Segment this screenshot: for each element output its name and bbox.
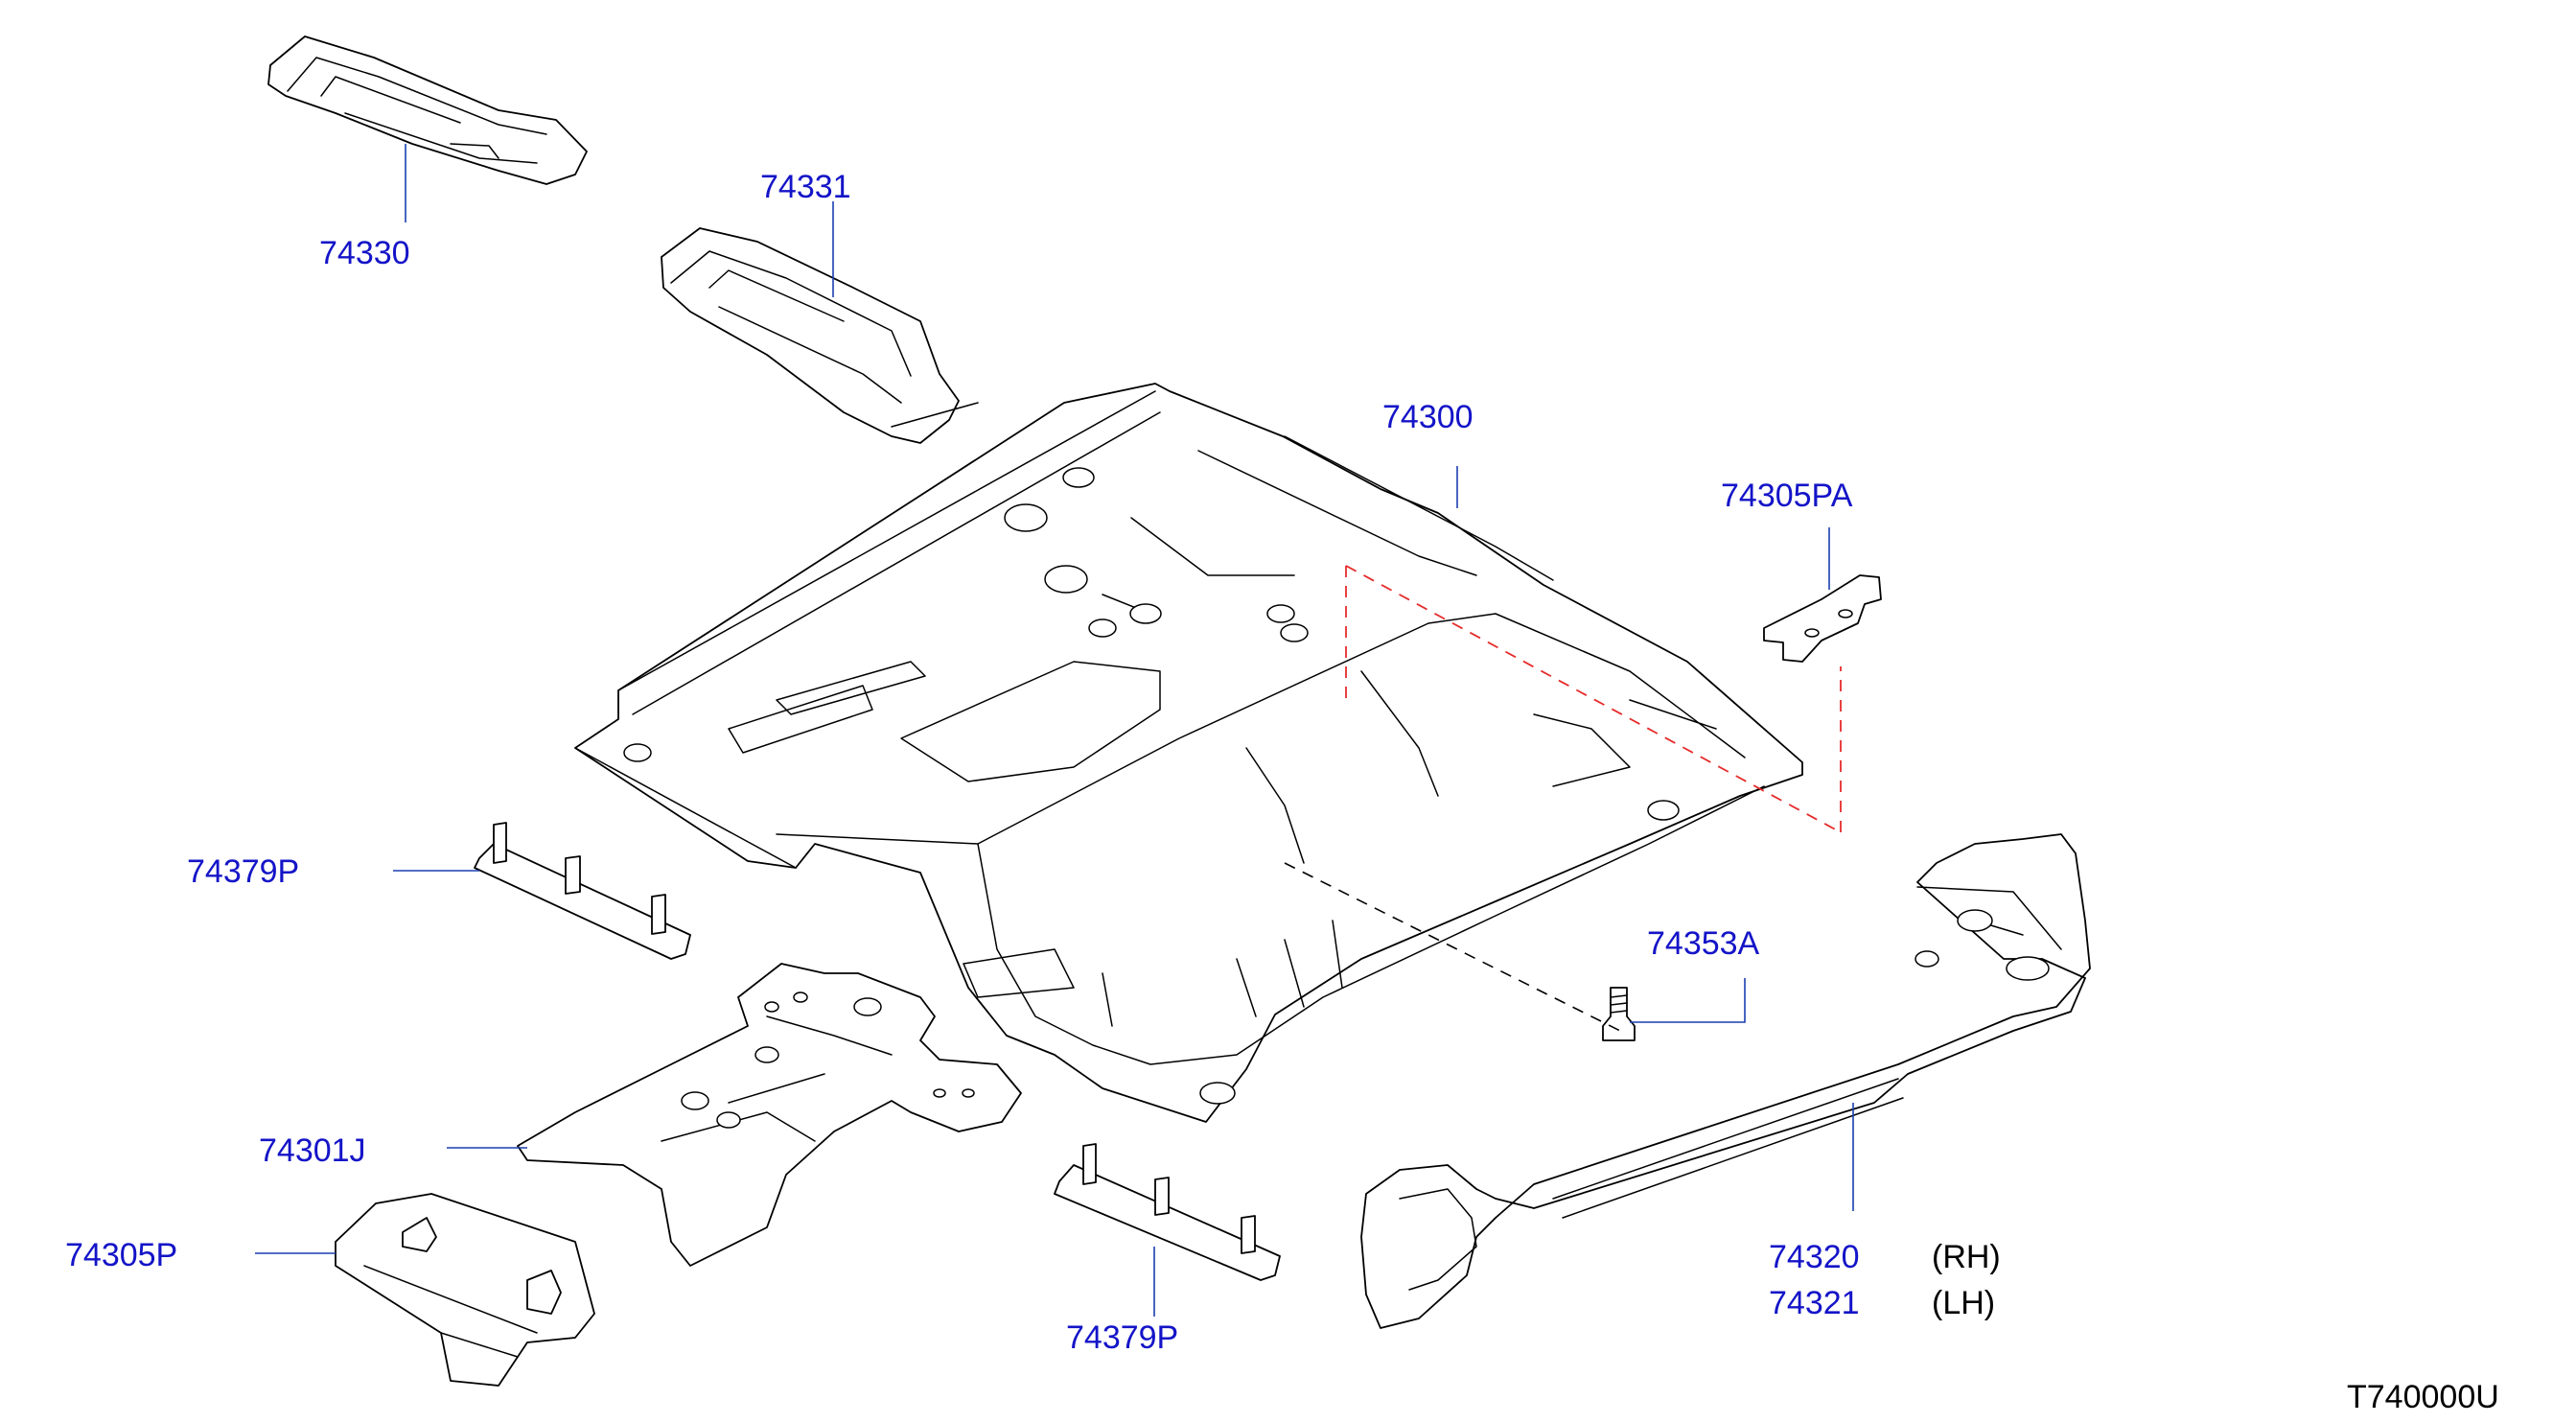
diagram-reference-code: T740000U — [2347, 1379, 2499, 1415]
part-74305PA-bracket — [1763, 574, 1882, 663]
part-74379P-lower-bracket — [1054, 1143, 1281, 1281]
part-74305P-support — [335, 1193, 595, 1387]
label-74353A: 74353A — [1647, 925, 1760, 962]
label-side-lh: (LH) — [1932, 1285, 1996, 1321]
part-74300-floor-panel — [574, 383, 1803, 1123]
part-74379P-upper-bracket — [474, 822, 691, 960]
part-74331-member — [661, 227, 979, 444]
label-74331: 74331 — [760, 169, 851, 205]
label-74320: 74320 — [1769, 1239, 1860, 1275]
label-74330: 74330 — [319, 235, 410, 271]
label-74305PA: 74305PA — [1721, 478, 1853, 514]
label-side-rh: (RH) — [1932, 1239, 2001, 1275]
label-74300: 74300 — [1382, 399, 1474, 435]
leader-lines — [255, 144, 1854, 1317]
part-74320-74321-side-sill — [1360, 833, 2091, 1329]
part-74301J-cross-member — [517, 963, 1022, 1267]
label-74379P-upper: 74379P — [187, 853, 300, 890]
label-74379P-lower: 74379P — [1066, 1319, 1179, 1356]
label-74301J: 74301J — [259, 1132, 366, 1169]
part-74330-member — [267, 35, 588, 185]
alignment-line-red — [1345, 565, 1842, 833]
part-74353A-bolt — [1602, 987, 1636, 1041]
label-74321: 74321 — [1769, 1285, 1860, 1321]
alignment-line-bolt — [1284, 862, 1621, 1032]
label-74305P: 74305P — [65, 1237, 178, 1273]
